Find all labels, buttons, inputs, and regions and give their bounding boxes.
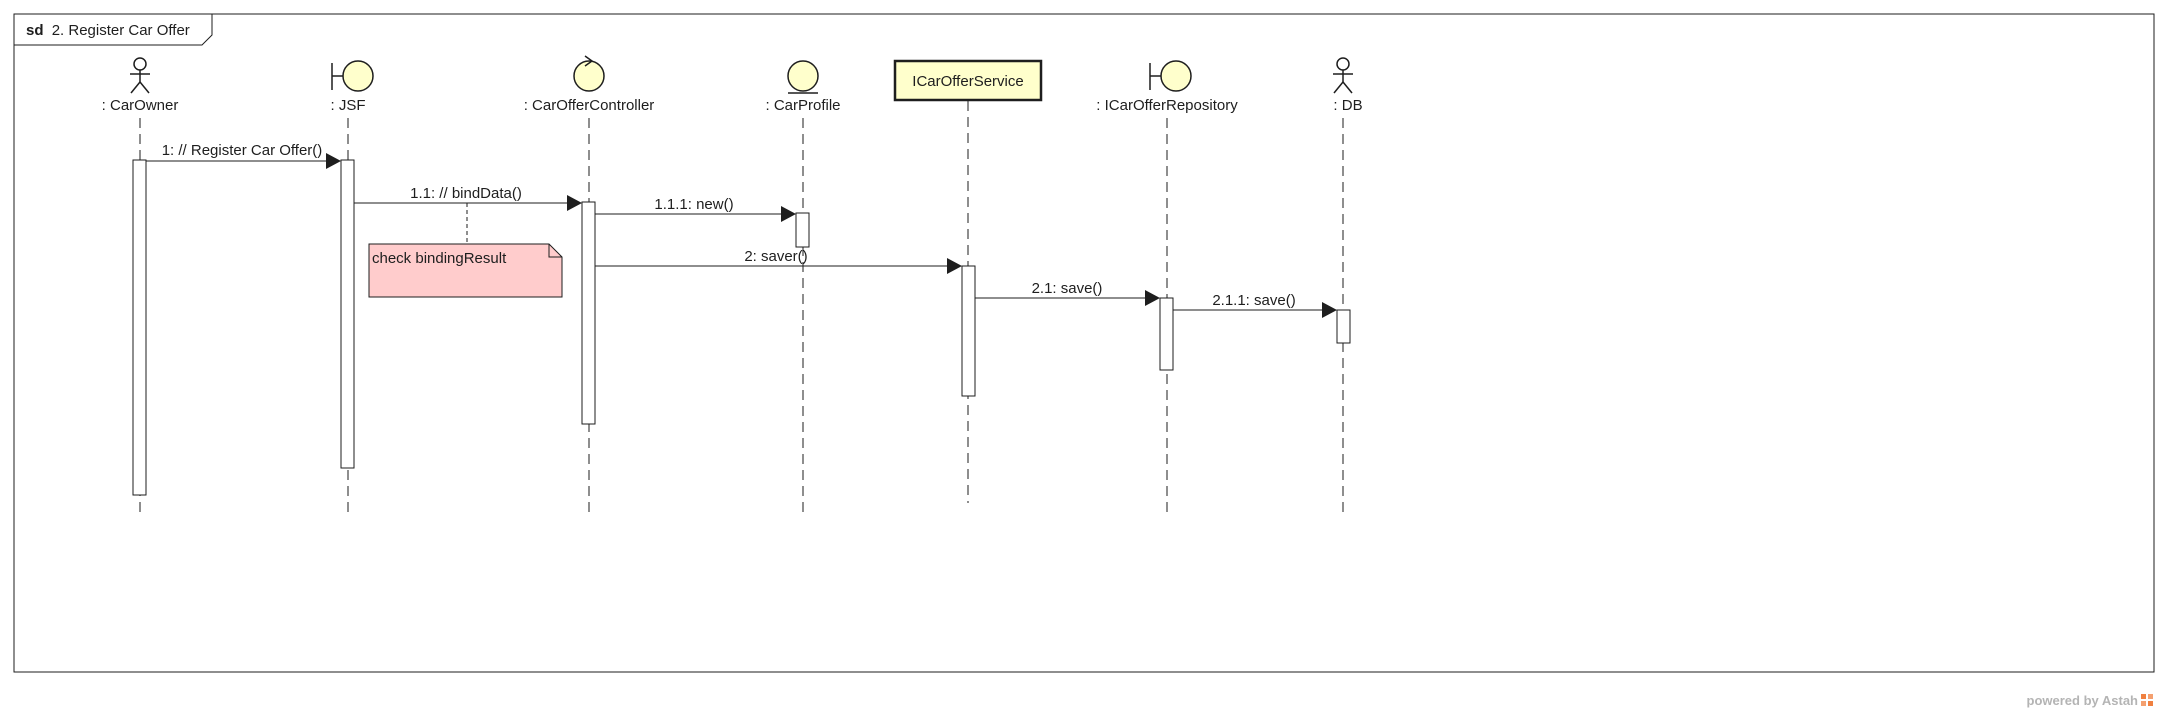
arrowhead-icon xyxy=(781,206,796,222)
lifeline-label: : CarOfferController xyxy=(524,97,655,114)
message-2-1[interactable]: 2.1: save() xyxy=(975,280,1160,306)
frame-title: 2. Register Car Offer xyxy=(52,22,190,39)
activation-bar xyxy=(961,265,976,397)
message-label: 1.1.1: new() xyxy=(654,196,733,213)
lifeline-repository[interactable]: : ICarOfferRepository xyxy=(1096,60,1238,515)
message-1-1[interactable]: 1.1: // bindData() xyxy=(354,185,582,211)
control-icon xyxy=(573,55,605,92)
message-label: 2.1: save() xyxy=(1032,280,1103,297)
lifeline-db[interactable]: : DB xyxy=(1333,57,1363,515)
arrowhead-icon xyxy=(1145,290,1160,306)
arrowhead-icon xyxy=(1322,302,1337,318)
lifeline-label: : ICarOfferRepository xyxy=(1096,97,1238,114)
actor-icon xyxy=(1333,57,1353,94)
actor-icon xyxy=(130,57,150,94)
boundary-icon xyxy=(331,60,374,92)
message-1[interactable]: 1: // Register Car Offer() xyxy=(146,142,341,169)
boundary-icon xyxy=(1149,60,1192,92)
diagram-frame: sd 2. Register Car Offer xyxy=(13,13,2155,673)
message-2-1-1[interactable]: 2.1.1: save() xyxy=(1173,292,1337,318)
activation-bar xyxy=(340,159,355,469)
note-fold xyxy=(548,244,562,258)
lifeline-head-box xyxy=(893,59,1043,102)
message-2[interactable]: 2: saver() xyxy=(595,248,962,274)
frame-keyword: sd xyxy=(26,22,44,39)
note-text: check bindingResult xyxy=(372,250,507,267)
entity-icon xyxy=(787,60,819,94)
note-box xyxy=(368,243,563,298)
activation-bar xyxy=(1159,297,1174,371)
watermark: powered by Astah xyxy=(2027,693,2153,708)
activation-bar xyxy=(1336,309,1351,344)
note-check-binding-result[interactable]: check bindingResult xyxy=(368,203,563,298)
arrowhead-icon xyxy=(567,195,582,211)
lifeline-label: : CarOwner xyxy=(102,97,179,114)
message-label: 1: // Register Car Offer() xyxy=(162,142,323,159)
lifeline-label: ICarOfferService xyxy=(912,73,1023,90)
lifeline-label: : JSF xyxy=(330,97,365,114)
activation-bar xyxy=(581,201,596,425)
lifeline-jsf[interactable]: : JSF xyxy=(330,60,374,515)
activation-bar xyxy=(132,159,147,496)
lifeline-label: : CarProfile xyxy=(765,97,840,114)
message-label: 2.1.1: save() xyxy=(1212,292,1295,309)
watermark-text: powered by Astah xyxy=(2027,693,2139,708)
lifeline-label: : DB xyxy=(1333,97,1362,114)
lifeline-carowner[interactable]: : CarOwner xyxy=(102,57,179,515)
message-label: 2: saver() xyxy=(744,248,807,265)
lifeline-service[interactable]: ICarOfferService xyxy=(893,59,1043,503)
lifeline-carprofile[interactable]: : CarProfile xyxy=(765,60,841,515)
astah-logo-icon xyxy=(2141,694,2153,706)
arrowhead-icon xyxy=(326,153,341,169)
message-label: 1.1: // bindData() xyxy=(410,185,522,202)
activation-bar xyxy=(795,212,810,248)
lifeline-controller[interactable]: : CarOfferController xyxy=(524,55,655,515)
frame-label: sd 2. Register Car Offer xyxy=(26,22,190,39)
message-1-1-1[interactable]: 1.1.1: new() xyxy=(595,196,796,222)
arrowhead-icon xyxy=(947,258,962,274)
